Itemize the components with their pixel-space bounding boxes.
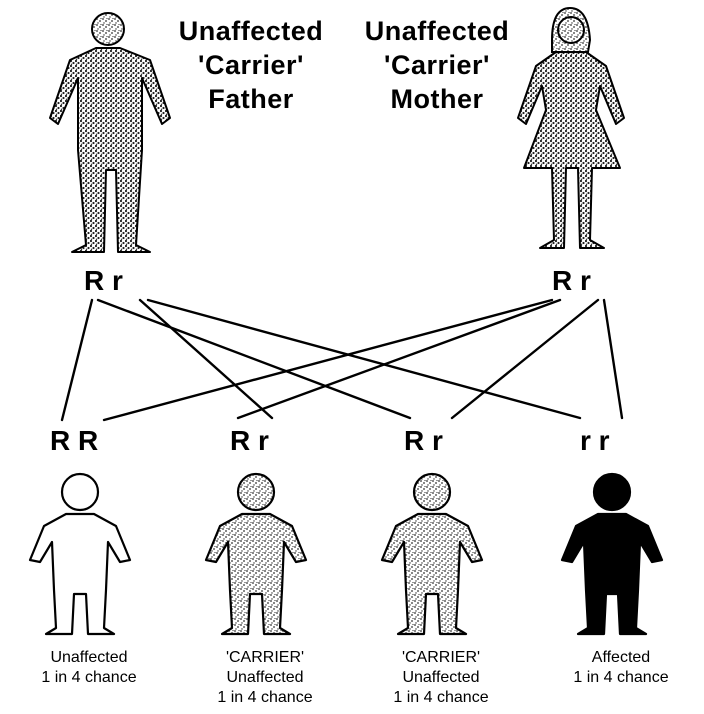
father-label-line2: 'Carrier' (166, 48, 336, 82)
child-2-label-line3: 1 in 4 chance (190, 688, 340, 708)
mother-label-line1: Unaffected (352, 14, 522, 48)
child-3-alleles: R r (404, 426, 443, 456)
line-mother-r-to-child4 (604, 300, 622, 418)
father-label-line1: Unaffected (166, 14, 336, 48)
child-3-label: 'CARRIER' Unaffected 1 in 4 chance (366, 648, 516, 708)
mother-label-line3: Mother (352, 82, 522, 116)
child-2-label: 'CARRIER' Unaffected 1 in 4 chance (190, 648, 340, 708)
line-mother-R-to-child1 (104, 300, 552, 420)
mother-figure (518, 8, 624, 248)
mother-label-line2: 'Carrier' (352, 48, 522, 82)
child-1-label-line1: Unaffected (14, 648, 164, 668)
child-2-label-line1: 'CARRIER' (190, 648, 340, 668)
mother-alleles: R r (552, 266, 591, 296)
father-alleles: R r (84, 266, 123, 296)
line-father-R-to-child1 (62, 300, 92, 420)
father-label: Unaffected 'Carrier' Father (166, 14, 336, 116)
child-affected-figure (562, 474, 662, 634)
child-2-label-line2: Unaffected (190, 668, 340, 688)
child-carrier-figure-1 (206, 474, 306, 634)
father-label-line3: Father (166, 82, 336, 116)
child-1-label-line2: 1 in 4 chance (14, 668, 164, 688)
child-3-label-line3: 1 in 4 chance (366, 688, 516, 708)
child-unaffected-figure (30, 474, 130, 634)
child-4-label-line2: 1 in 4 chance (546, 668, 696, 688)
child-2-alleles: R r (230, 426, 269, 456)
mother-label: Unaffected 'Carrier' Mother (352, 14, 522, 116)
child-4-label-line1: Affected (546, 648, 696, 668)
child-3-label-line1: 'CARRIER' (366, 648, 516, 668)
allele-lines (62, 300, 622, 420)
child-1-alleles: R R (50, 426, 98, 456)
child-3-label-line2: Unaffected (366, 668, 516, 688)
father-figure (50, 13, 170, 252)
child-1-label: Unaffected 1 in 4 chance (14, 648, 164, 688)
child-carrier-figure-2 (382, 474, 482, 634)
line-mother-r-to-child3 (452, 300, 598, 418)
child-4-label: Affected 1 in 4 chance (546, 648, 696, 688)
child-4-alleles: r r (580, 426, 610, 456)
